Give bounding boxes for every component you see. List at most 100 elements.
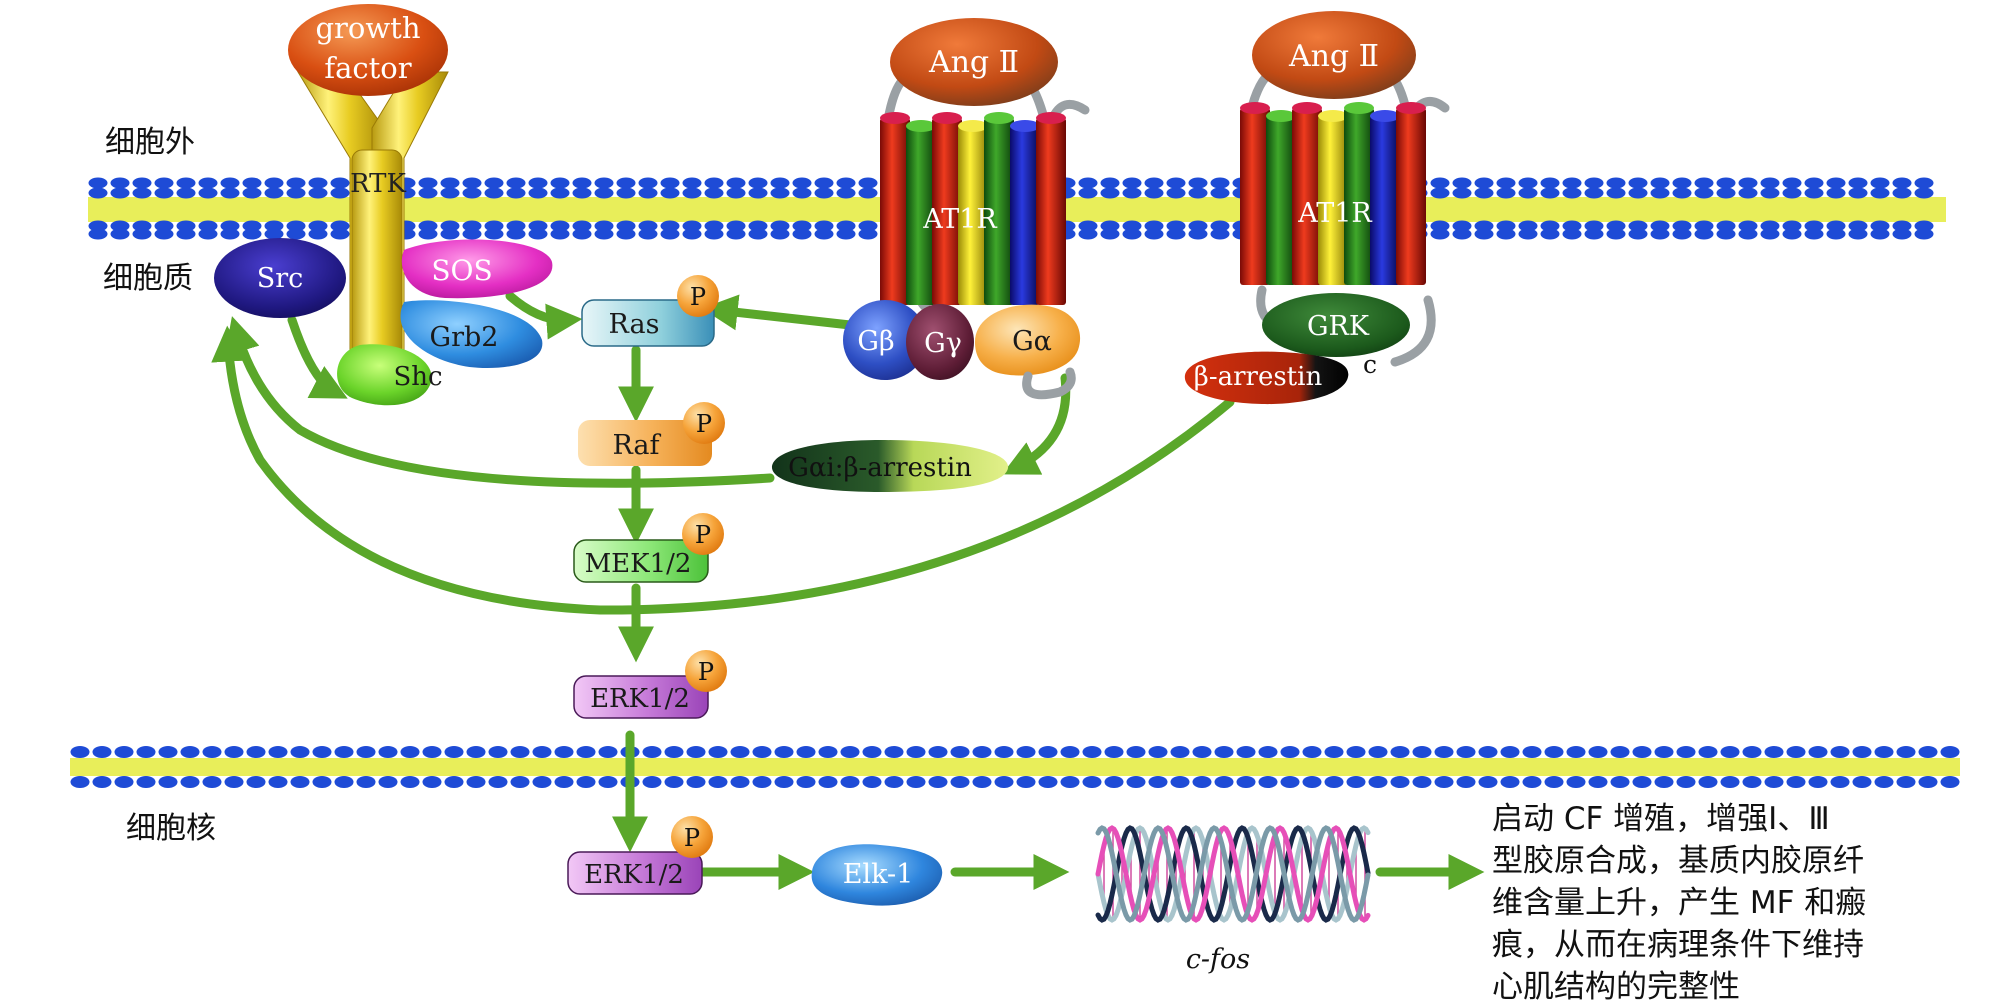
lipid-head (906, 776, 926, 788)
lipid-head (840, 746, 860, 758)
lipid-head (792, 177, 812, 189)
lipid-head (1584, 187, 1604, 199)
lipid-head (1144, 220, 1164, 232)
lipid-head (1430, 177, 1450, 189)
lipid-head (1302, 746, 1322, 758)
lipid-head (1742, 746, 1762, 758)
lipid-head (1892, 177, 1912, 189)
lipid-head (1782, 220, 1802, 232)
lipid-head (506, 220, 526, 232)
lipid-head (1474, 187, 1494, 199)
lipid-head (1016, 776, 1036, 788)
erk-cytoplasm-phospho (685, 650, 727, 692)
lipid-head (440, 220, 460, 232)
lipid-head (334, 776, 354, 788)
lipid-head (1716, 187, 1736, 199)
lipid-head (1892, 187, 1912, 199)
lipid-head (1496, 177, 1516, 189)
outcome-line: 启动 CF 增殖，增强Ⅰ、Ⅲ (1492, 801, 1830, 837)
lipid-head (1632, 746, 1652, 758)
lipid-head (1848, 228, 1868, 240)
lipid-head (1346, 746, 1366, 758)
arrow-complex-to-src (224, 316, 775, 488)
lipid-head (748, 187, 768, 199)
lipid-head (202, 776, 222, 788)
outcome-line: 心肌结构的完整性 (1492, 969, 1740, 1005)
lipid-head (1716, 177, 1736, 189)
lipid-head (1848, 187, 1868, 199)
lipid-head (1738, 177, 1758, 189)
lipid-head (1210, 228, 1230, 240)
lipid-head (814, 228, 834, 240)
lipid-head (1676, 776, 1696, 788)
transmembrane-helix (1240, 108, 1270, 285)
lipid-head (1672, 220, 1692, 232)
lipid-head (418, 220, 438, 232)
lipid-head (1170, 746, 1190, 758)
lipid-head (550, 187, 570, 199)
growth-factor-label-line2: factor (324, 51, 411, 85)
lipid-head (110, 177, 130, 189)
lipid-head (704, 177, 724, 189)
lipid-head (906, 746, 926, 758)
lipid-head (70, 776, 90, 788)
helix-cap (1266, 110, 1296, 122)
lipid-head (1566, 746, 1586, 758)
mek-phospho (682, 513, 724, 555)
lipid-head (796, 776, 816, 788)
lipid-head (1412, 746, 1432, 758)
lipid-head (1210, 177, 1230, 189)
cfos-label: c-fos (1186, 944, 1250, 975)
lipid-head (1060, 746, 1080, 758)
helix-cap (1010, 120, 1040, 132)
lipid-head (418, 187, 438, 199)
lipid-head (528, 220, 548, 232)
lipid-head (330, 228, 350, 240)
ang2-right: Ang Ⅱ (1252, 11, 1416, 99)
lipid-head (1122, 187, 1142, 199)
lipid-head (1126, 746, 1146, 758)
lipid-head (444, 746, 464, 758)
lipid-head (290, 776, 310, 788)
lipid-head (708, 746, 728, 758)
lipid-head (110, 220, 130, 232)
lipid-head (330, 187, 350, 199)
lipid-head (1126, 776, 1146, 788)
lipid-head (92, 776, 112, 788)
ras-phospho (677, 275, 719, 317)
lipid-head (418, 177, 438, 189)
lipid-head (792, 220, 812, 232)
lipid-head (928, 746, 948, 758)
lipid-head (1522, 776, 1542, 788)
lipid-head (1782, 187, 1802, 199)
lipid-head (1676, 746, 1696, 758)
lipid-head (308, 177, 328, 189)
lipid-head (1500, 776, 1520, 788)
lipid-head (1518, 177, 1538, 189)
lipid-head (506, 177, 526, 189)
lipid-head (862, 776, 882, 788)
lipid-head (1672, 228, 1692, 240)
helix-cap (958, 120, 988, 132)
lipid-head (264, 187, 284, 199)
lipid-head (1628, 228, 1648, 240)
lipid-head (1584, 177, 1604, 189)
lipid-head (1434, 746, 1454, 758)
transmembrane-helix (1010, 126, 1040, 305)
lipid-head (136, 776, 156, 788)
lipid-head (598, 746, 618, 758)
lipid-head (1166, 220, 1186, 232)
lipid-head (242, 177, 262, 189)
lipid-head (308, 187, 328, 199)
grk: GRK (1262, 293, 1410, 357)
lipid-head (176, 220, 196, 232)
lipid-head (400, 746, 420, 758)
lipid-head (334, 746, 354, 758)
lipid-head (770, 220, 790, 232)
lipid-head (1452, 177, 1472, 189)
lipid-head (1540, 228, 1560, 240)
lipid-head (462, 228, 482, 240)
lipid-head (466, 776, 486, 788)
galpha-i-arrestin-label: Gαi:β-arrestin (788, 453, 972, 483)
lipid-head (550, 220, 570, 232)
